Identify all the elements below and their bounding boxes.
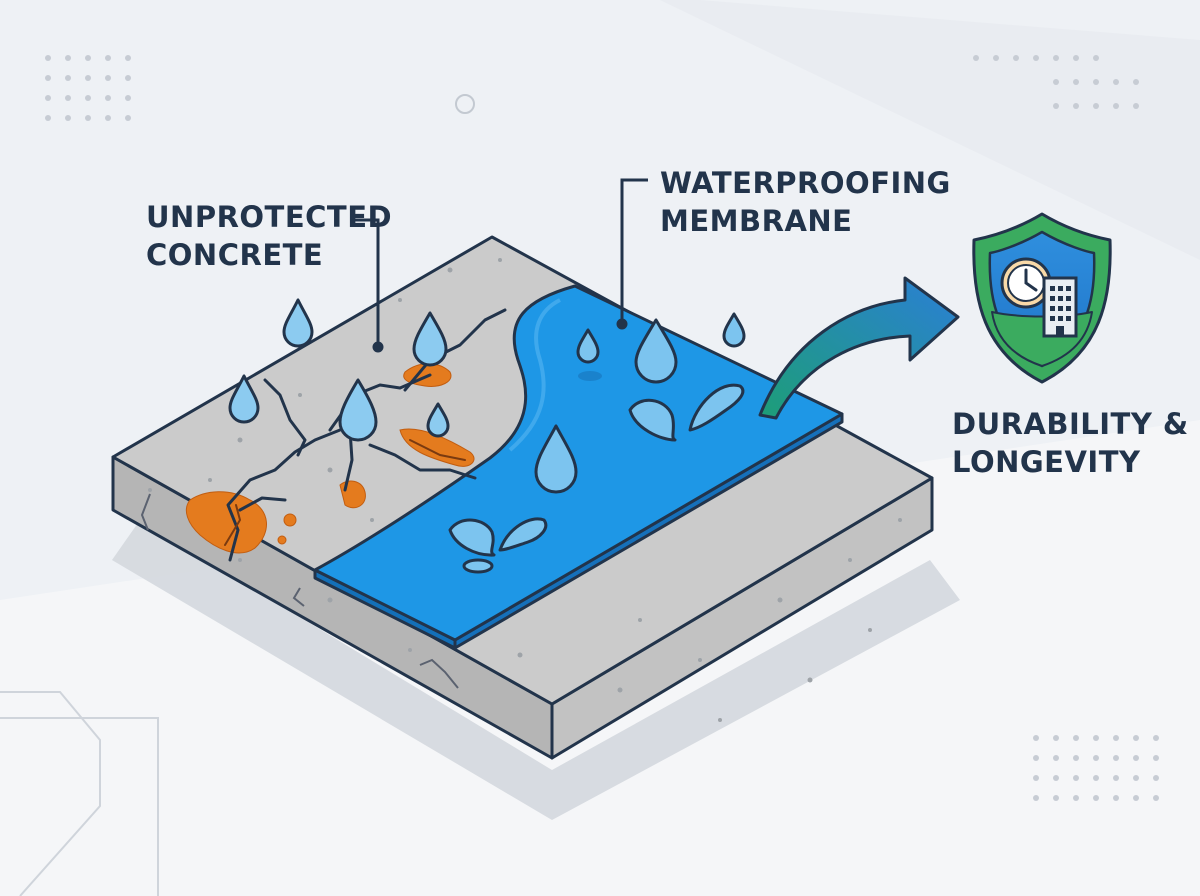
leader-membrane — [620, 178, 648, 322]
water-droplet-icon — [338, 378, 378, 442]
dot-grid-top-left — [45, 55, 131, 121]
concrete-speckles — [148, 258, 902, 722]
membrane-surface — [313, 284, 844, 642]
water-droplet-icon — [634, 318, 678, 384]
water-droplet-icon — [576, 328, 600, 364]
water-bead — [462, 558, 494, 574]
clock-icon — [1000, 257, 1052, 309]
label-line: CONCRETE — [146, 238, 324, 272]
water-droplets — [228, 298, 450, 442]
label-line: WATERPROOFING — [660, 166, 951, 200]
water-splash — [688, 383, 745, 432]
water-droplet-icon — [722, 312, 746, 348]
circuit-lines-decor — [0, 691, 159, 896]
label-line: UNPROTECTED — [146, 200, 393, 234]
water-splash — [448, 518, 496, 557]
water-splash — [628, 399, 677, 442]
cracks-and-rust — [185, 308, 507, 562]
side-cracks — [140, 493, 459, 689]
water-droplet-icon — [412, 311, 448, 367]
crack-dark-lines — [224, 439, 466, 546]
ring-decor — [455, 94, 475, 114]
dot-grid-top-right — [973, 55, 1139, 109]
building-icon — [1042, 276, 1078, 338]
water-droplet-icon — [282, 298, 314, 348]
label-line: LONGEVITY — [952, 445, 1141, 479]
dot-grid-bottom-right — [1033, 735, 1159, 801]
waterproofing-membrane — [313, 284, 844, 650]
label-line: DURABILITY & — [952, 407, 1189, 441]
water-splash — [498, 517, 548, 552]
leader-unprotected — [350, 218, 380, 345]
leader-lines — [350, 178, 648, 353]
label-unprotected-concrete: UNPROTECTED CONCRETE — [146, 198, 392, 274]
shield-icon — [972, 212, 1112, 384]
water-droplet-icon — [426, 402, 450, 438]
label-waterproofing-membrane: WATERPROOFING MEMBRANE — [660, 164, 951, 240]
label-durability-longevity: DURABILITY & LONGEVITY — [952, 405, 1189, 481]
water-droplet-icon — [534, 424, 578, 494]
label-line: MEMBRANE — [660, 204, 853, 238]
slab-shadow — [112, 520, 960, 820]
membrane-water-beads — [448, 312, 746, 574]
curved-arrow-icon — [758, 276, 960, 420]
water-bead — [578, 371, 602, 381]
water-droplet-icon — [228, 374, 260, 424]
